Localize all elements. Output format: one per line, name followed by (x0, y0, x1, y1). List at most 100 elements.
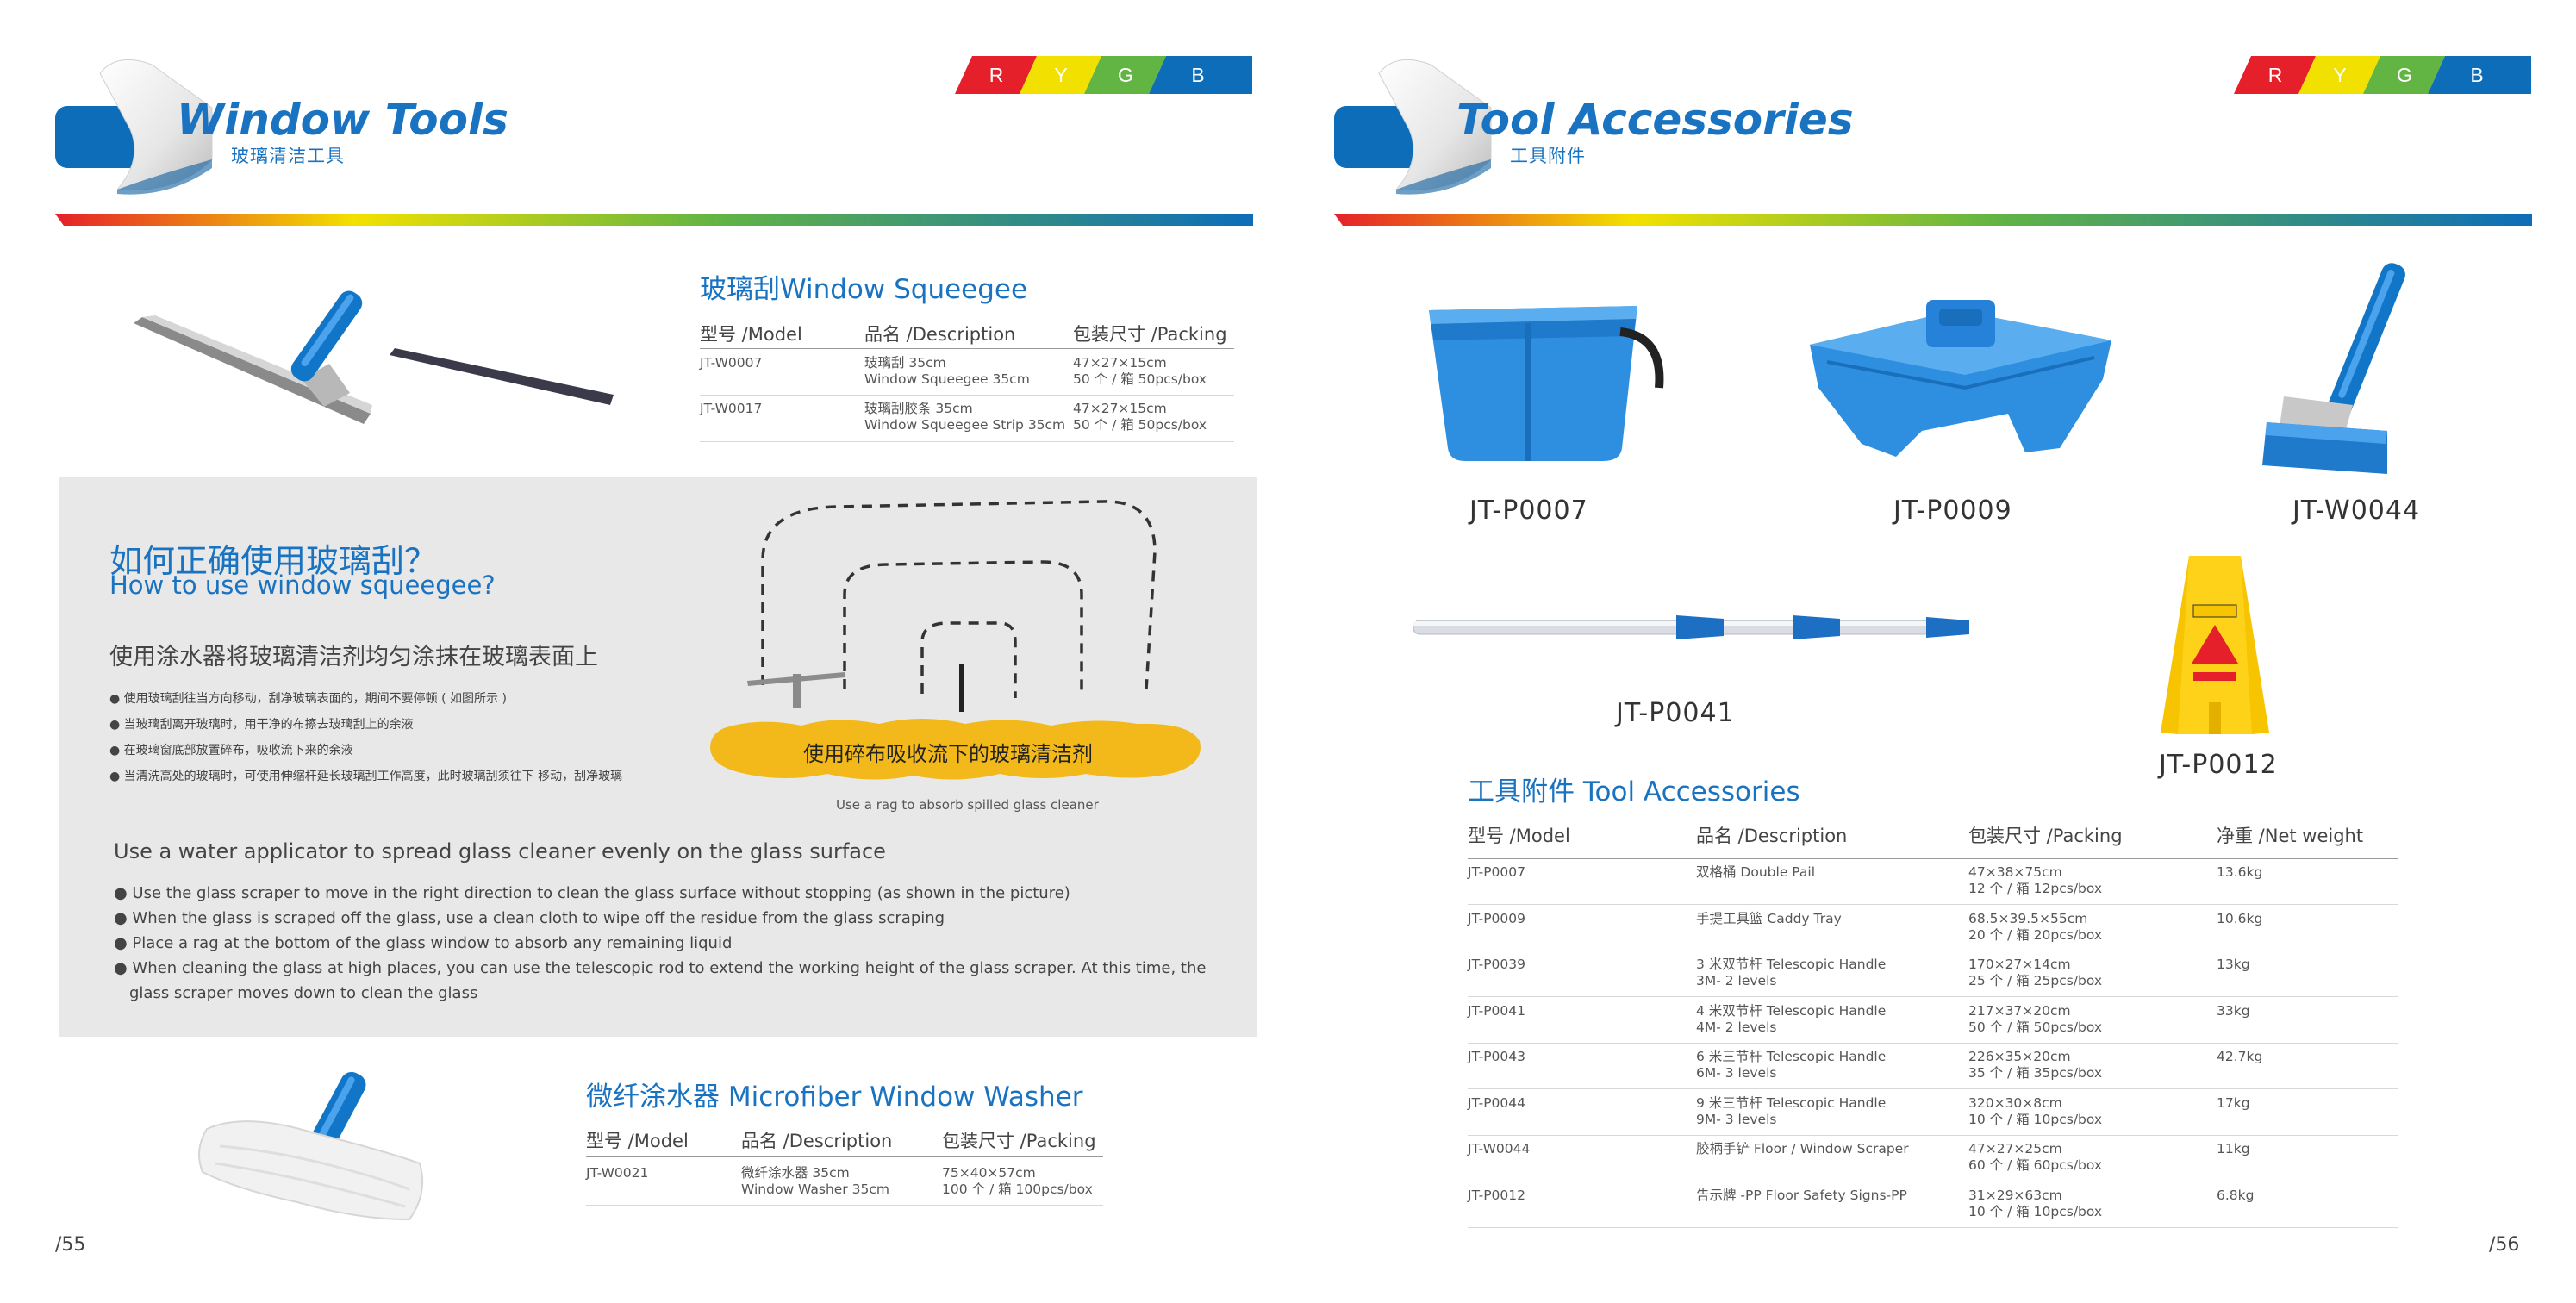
page-number: /56 (2489, 1234, 2520, 1256)
color-tab-y: Y (2333, 64, 2347, 86)
table-cell-packing: 47×27×15cm (1073, 355, 1167, 371)
table-cell-model: JT-P0044 (1468, 1094, 1526, 1111)
table-cell-packing: 170×27×14cm (1968, 957, 2071, 972)
safety-sign-image (2161, 556, 2269, 734)
squeegee-strip-image (390, 348, 614, 405)
howto-bullet-en: ● Use the glass scraper to move in the r… (114, 884, 1070, 902)
table-header-packing: 包装尺寸 /Packing (1968, 826, 2123, 846)
table-header-model: 型号 /Model (586, 1131, 689, 1151)
table-divider (586, 1205, 1103, 1206)
table-cell-packing: 50 个 / 箱 50pcs/box (1073, 417, 1207, 433)
table-cell-description: 玻璃刮胶条 35cm (864, 401, 973, 416)
table-cell-model: JT-P0012 (1468, 1187, 1526, 1203)
table-cell-description: 3 米双节杆 Telescopic Handle (1696, 957, 1887, 972)
table-cell-model: JT-W0017 (700, 401, 763, 416)
table-cell-description: 双格桶 Double Pail (1696, 864, 1816, 880)
table-cell-packing: 10 个 / 箱 10pcs/box (1968, 1111, 2103, 1127)
table-cell-weight: 17kg (2217, 1094, 2250, 1111)
rag-blob (710, 719, 1201, 780)
page-curl-icon (99, 59, 213, 195)
table-cell-description: Window Squeegee 35cm (864, 371, 1030, 387)
table-cell-model: JT-W0021 (586, 1165, 649, 1181)
color-tab-y: Y (1054, 64, 1068, 86)
color-tabs: R Y G B (955, 56, 1252, 94)
table-cell-description: Window Washer 35cm (741, 1181, 889, 1197)
page-number: /55 (55, 1234, 86, 1256)
washer-section-title: 微纤涂水器 Microfiber Window Washer (586, 1082, 1083, 1113)
table-divider (1468, 904, 2398, 905)
table-cell-packing: 47×27×15cm (1073, 401, 1167, 416)
squeegee-path-diagram (747, 500, 1157, 712)
table-cell-description: 4M- 2 levels (1696, 1019, 1777, 1035)
howto-bullet-zh: ● 当清洗高处的玻璃时，可使用伸缩杆延长玻璃刮工作高度，此时玻璃刮须往下 移动，… (109, 770, 623, 783)
table-cell-packing: 100 个 / 箱 100pcs/box (942, 1181, 1093, 1197)
color-tab-r: R (989, 64, 1004, 86)
table-cell-weight: 13.6kg (2217, 864, 2263, 880)
howto-bullet-en: ● When the glass is scraped off the glas… (114, 909, 945, 927)
table-cell-weight: 6.8kg (2217, 1187, 2255, 1203)
table-cell-weight: 10.6kg (2217, 910, 2263, 926)
table-divider (1468, 858, 2398, 859)
table-cell-weight: 13kg (2217, 957, 2250, 972)
table-header-description: 品名 /Description (1696, 826, 1848, 846)
table-cell-packing: 226×35×20cm (1968, 1049, 2071, 1064)
table-header-weight: 净重 /Net weight (2217, 826, 2364, 846)
howto-bullet-en: glass scraper moves down to clean the gl… (129, 984, 478, 1002)
table-cell-model: JT-P0007 (1468, 864, 1526, 880)
table-header-model: 型号 /Model (1468, 826, 1570, 846)
table-cell-model: JT-W0044 (1468, 1141, 1531, 1156)
table-cell-packing: 47×27×25cm (1968, 1141, 2062, 1156)
table-cell-packing: 50 个 / 箱 50pcs/box (1968, 1019, 2103, 1035)
table-cell-packing: 47×38×75cm (1968, 864, 2062, 880)
table-cell-weight: 33kg (2217, 1002, 2250, 1019)
product-label: JT-P0007 (1469, 496, 1588, 526)
table-divider (1468, 1226, 2398, 1228)
table-divider (586, 1156, 1103, 1157)
table-cell-description: 9M- 3 levels (1696, 1111, 1777, 1127)
howto-lead-zh: 使用涂水器将玻璃清洁剂均匀涂抹在玻璃表面上 (109, 644, 598, 670)
table-cell-description: 9 米三节杆 Telescopic Handle (1696, 1094, 1887, 1111)
table-cell-description: 微纤涂水器 35cm (741, 1165, 850, 1181)
howto-bullet-zh: ● 使用玻璃刮往当方向移动，刮净玻璃表面的，期间不要停顿 ( 如图所示 ) (109, 692, 507, 706)
table-cell-description: 3M- 2 levels (1696, 973, 1777, 988)
table-cell-packing: 31×29×63cm (1968, 1187, 2062, 1203)
color-tabs: R Y G B (2234, 56, 2531, 94)
howto-bullet-en: ● When cleaning the glass at high places… (114, 959, 1207, 977)
rag-caption-zh: 使用碎布吸收流下的玻璃清洁剂 (803, 742, 1093, 766)
table-divider (1468, 1042, 2398, 1044)
table-divider (700, 395, 1234, 396)
table-cell-packing: 217×37×20cm (1968, 1002, 2071, 1019)
table-cell-packing: 68.5×39.5×55cm (1968, 910, 2088, 926)
howto-bullet-zh: ● 当玻璃刮离开玻璃时，用干净的布擦去玻璃刮上的余液 (109, 718, 414, 732)
table-cell-model: JT-W0007 (700, 355, 763, 371)
floor-scraper-image (2262, 263, 2405, 474)
color-tab-g: G (2397, 64, 2412, 86)
table-cell-description: 玻璃刮 35cm (864, 355, 946, 371)
table-cell-model: JT-P0043 (1468, 1049, 1526, 1064)
page-subtitle: 工具附件 (1510, 146, 1586, 166)
caddy-tray-image (1810, 300, 2111, 457)
table-cell-packing: 25 个 / 箱 25pcs/box (1968, 973, 2103, 988)
howto-lead-en: Use a water applicator to spread glass c… (114, 839, 886, 863)
table-cell-model: JT-P0041 (1468, 1002, 1526, 1019)
color-rule (55, 214, 1253, 226)
table-cell-packing: 20 个 / 箱 20pcs/box (1968, 926, 2103, 943)
table-cell-model: JT-P0009 (1468, 910, 1526, 926)
table-cell-description: 胶柄手铲 Floor / Window Scraper (1696, 1141, 1909, 1156)
telescopic-handle-image (1413, 615, 1969, 639)
page-curl-icon (1378, 59, 1492, 195)
table-divider (1468, 996, 2398, 997)
howto-bullet-en: ● Place a rag at the bottom of the glass… (114, 934, 733, 952)
color-rule (1334, 214, 2532, 226)
page-title: Window Tools (177, 95, 508, 145)
window-squeegee-image (134, 290, 372, 424)
table-header-model: 型号 /Model (700, 324, 802, 345)
page-title: Tool Accessories (1456, 95, 1854, 145)
table-cell-packing: 12 个 / 箱 12pcs/box (1968, 881, 2103, 896)
rag-caption-en: Use a rag to absorb spilled glass cleane… (836, 797, 1099, 813)
table-cell-description: 手提工具篮 Caddy Tray (1696, 910, 1842, 926)
table-divider (700, 441, 1234, 442)
table-cell-description: 4 米双节杆 Telescopic Handle (1696, 1002, 1887, 1019)
table-cell-packing: 60 个 / 箱 60pcs/box (1968, 1157, 2103, 1173)
howto-title-en: How to use window squeegee? (109, 570, 496, 600)
